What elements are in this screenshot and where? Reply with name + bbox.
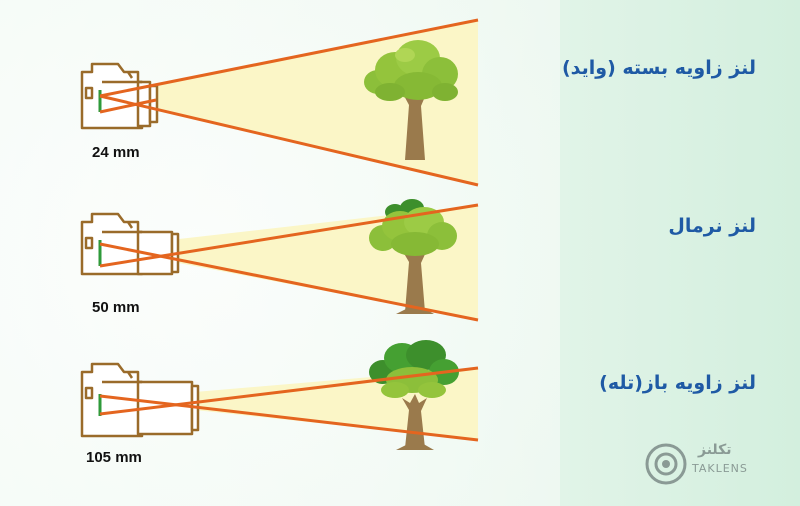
focal-length-50mm: 50 mm	[92, 299, 140, 316]
focal-length-105mm: 105 mm	[86, 449, 142, 466]
ray-inner-top-24mm	[99, 98, 157, 114]
row-105mm	[80, 340, 479, 450]
ray-bottom-50mm	[99, 242, 479, 322]
ray-top-105mm	[99, 366, 479, 416]
logo-text-fa: تکلنز	[698, 442, 732, 458]
logo-text-en: TAKLENS	[692, 462, 748, 475]
row-24mm	[80, 18, 479, 187]
taklens-logo: تکلنز TAKLENS	[642, 440, 762, 486]
focal-length-24mm: 24 mm	[92, 144, 140, 161]
tree-icon	[369, 340, 459, 450]
label-tele-lens: لنز زاویه باز(تله)	[599, 372, 756, 394]
label-normal-lens: لنز نرمال	[668, 215, 756, 237]
taklens-logo-icon	[645, 443, 687, 485]
ray-bottom-24mm	[99, 94, 479, 187]
row-50mm	[80, 199, 479, 322]
tree-icon	[364, 40, 458, 160]
ray-top-24mm	[99, 18, 479, 98]
tree-icon	[369, 199, 457, 314]
label-wide-lens: لنز زاویه بسته (واید)	[561, 57, 756, 79]
ray-bottom-105mm	[99, 394, 479, 442]
